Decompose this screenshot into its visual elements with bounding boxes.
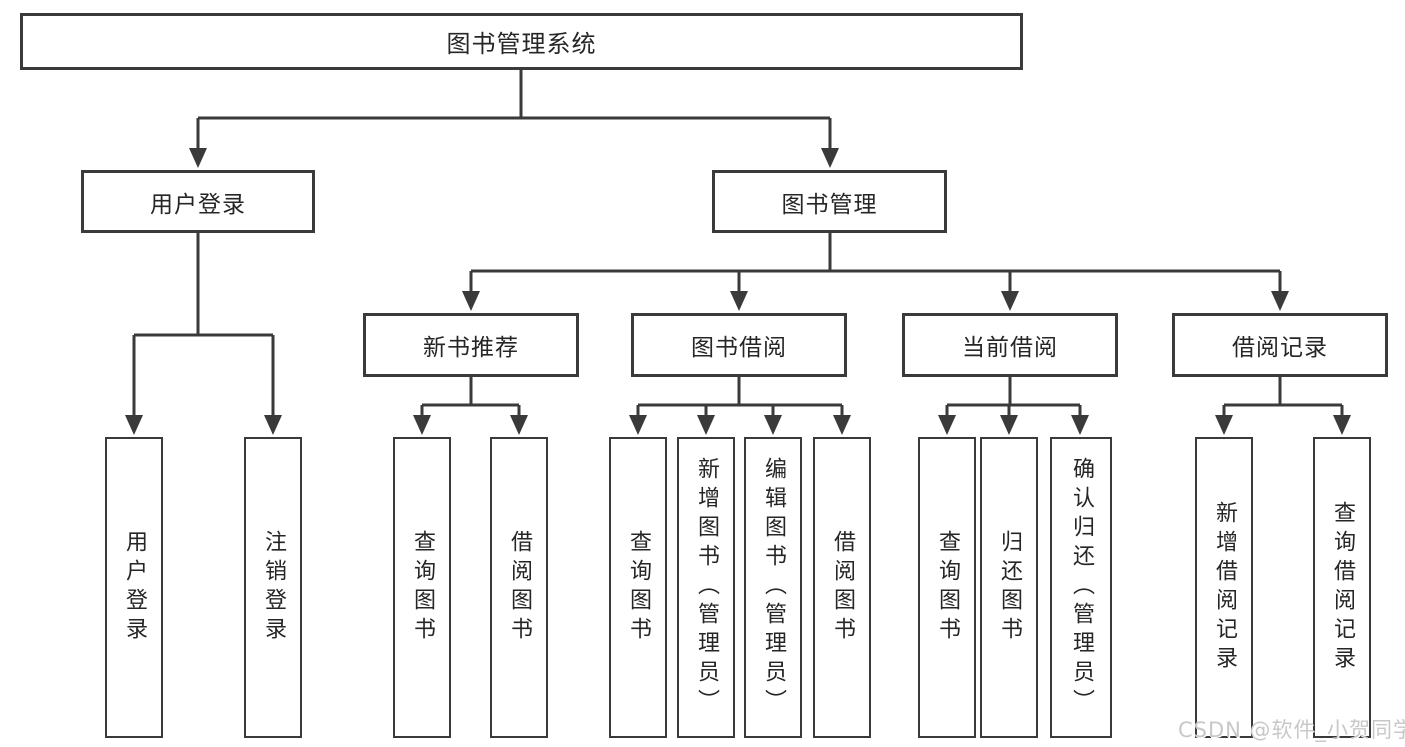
leaf-edit-books-admin: 编辑图书（管理员）: [744, 437, 802, 738]
leaf-borrow-books: 借阅图书: [813, 437, 871, 738]
leaf-add-borrow-record-label: 新增借阅记录: [1212, 500, 1237, 675]
node-borrowing-records: 借阅记录: [1172, 313, 1388, 377]
leaf-logout-login: 注销登录: [244, 437, 302, 738]
leaf-query-borrow-record: 查询借阅记录: [1313, 437, 1371, 738]
node-current-borrowing: 当前借阅: [902, 313, 1118, 377]
leaf-return-books-label: 归还图书: [997, 529, 1022, 646]
leaf-add-books-admin: 新增图书（管理员）: [677, 437, 735, 738]
node-book-management-branch: 图书管理: [712, 170, 947, 233]
node-book-borrowing-label: 图书借阅: [691, 335, 787, 361]
leaf-confirm-return-admin: 确认归还（管理员）: [1050, 437, 1112, 738]
node-new-book-recommendation: 新书推荐: [363, 313, 579, 377]
leaf-add-borrow-record: 新增借阅记录: [1195, 437, 1253, 738]
leaf-return-books: 归还图书: [980, 437, 1038, 738]
leaf-logout-login-label: 注销登录: [261, 529, 286, 646]
node-book-borrowing: 图书借阅: [631, 313, 847, 377]
node-borrowing-records-label: 借阅记录: [1232, 335, 1328, 361]
leaf-borrow-books-recommend: 借阅图书: [490, 437, 548, 738]
node-new-book-recommendation-label: 新书推荐: [423, 335, 519, 361]
node-user-login-label: 用户登录: [150, 191, 246, 218]
leaf-query-books-borrowing: 查询图书: [609, 437, 667, 738]
arrowhead-icons: [125, 148, 1351, 435]
leaf-borrow-books-label: 借阅图书: [830, 529, 855, 646]
leaf-add-books-admin-label: 新增图书（管理员）: [694, 457, 719, 718]
node-system-root-label: 图书管理系统: [446, 30, 597, 58]
leaf-query-books-current: 查询图书: [918, 437, 976, 738]
node-system-root: 图书管理系统: [20, 13, 1023, 70]
leaf-query-borrow-record-label: 查询借阅记录: [1330, 500, 1355, 675]
node-current-borrowing-label: 当前借阅: [962, 335, 1058, 361]
watermark: CSDN @软件_小贺同学: [1178, 718, 1405, 742]
leaf-edit-books-admin-label: 编辑图书（管理员）: [761, 457, 786, 718]
leaf-query-books-recommend-label: 查询图书: [410, 529, 435, 646]
leaf-user-login-label: 用户登录: [122, 529, 147, 646]
leaf-borrow-books-recommend-label: 借阅图书: [507, 529, 532, 646]
node-book-management-label: 图书管理: [781, 191, 878, 218]
leaf-user-login: 用户登录: [105, 437, 163, 738]
node-user-login-branch: 用户登录: [81, 170, 315, 233]
leaf-query-books-recommend: 查询图书: [393, 437, 451, 738]
leaf-confirm-return-admin-label: 确认归还（管理员）: [1069, 457, 1094, 718]
leaf-query-books-current-label: 查询图书: [935, 529, 960, 646]
leaf-query-books-borrowing-label: 查询图书: [626, 529, 651, 646]
